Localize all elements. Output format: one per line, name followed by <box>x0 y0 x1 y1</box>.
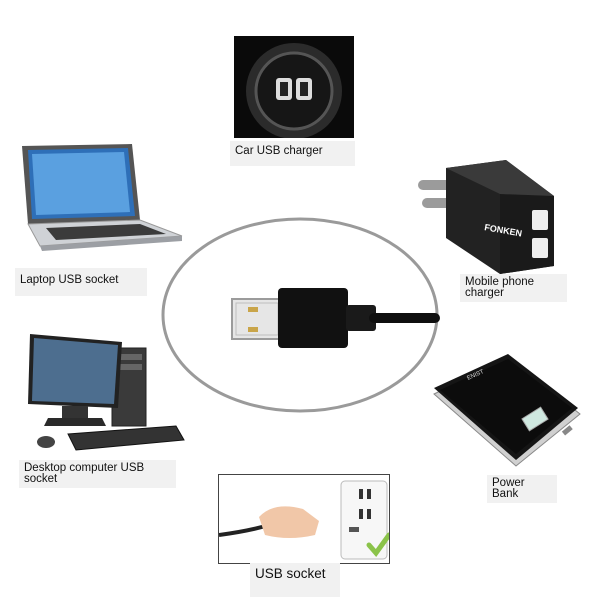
car-usb-charger-image <box>234 36 354 138</box>
mobile-charger-label: Mobile phone charger <box>460 274 567 302</box>
car-usb-charger-icon <box>246 43 342 138</box>
desktop-computer-icon <box>28 334 185 451</box>
laptop-icon <box>22 144 183 251</box>
wall-charger-icon: FONKEN <box>418 160 554 274</box>
desktop-label: Desktop computer USB socket <box>19 460 176 488</box>
usb-wall-socket-image <box>218 474 390 564</box>
laptop-label: Laptop USB socket <box>15 268 147 296</box>
usb-cable-oval <box>161 217 440 413</box>
car-charger-label: Car USB charger <box>230 141 355 166</box>
usb-wall-socket-icon <box>219 480 389 560</box>
power-bank-icon: ENIST <box>433 354 581 467</box>
usb-cable-plug-icon <box>231 288 440 348</box>
power-bank-label: Power Bank <box>487 475 557 503</box>
usb-socket-label: USB socket <box>250 563 340 597</box>
